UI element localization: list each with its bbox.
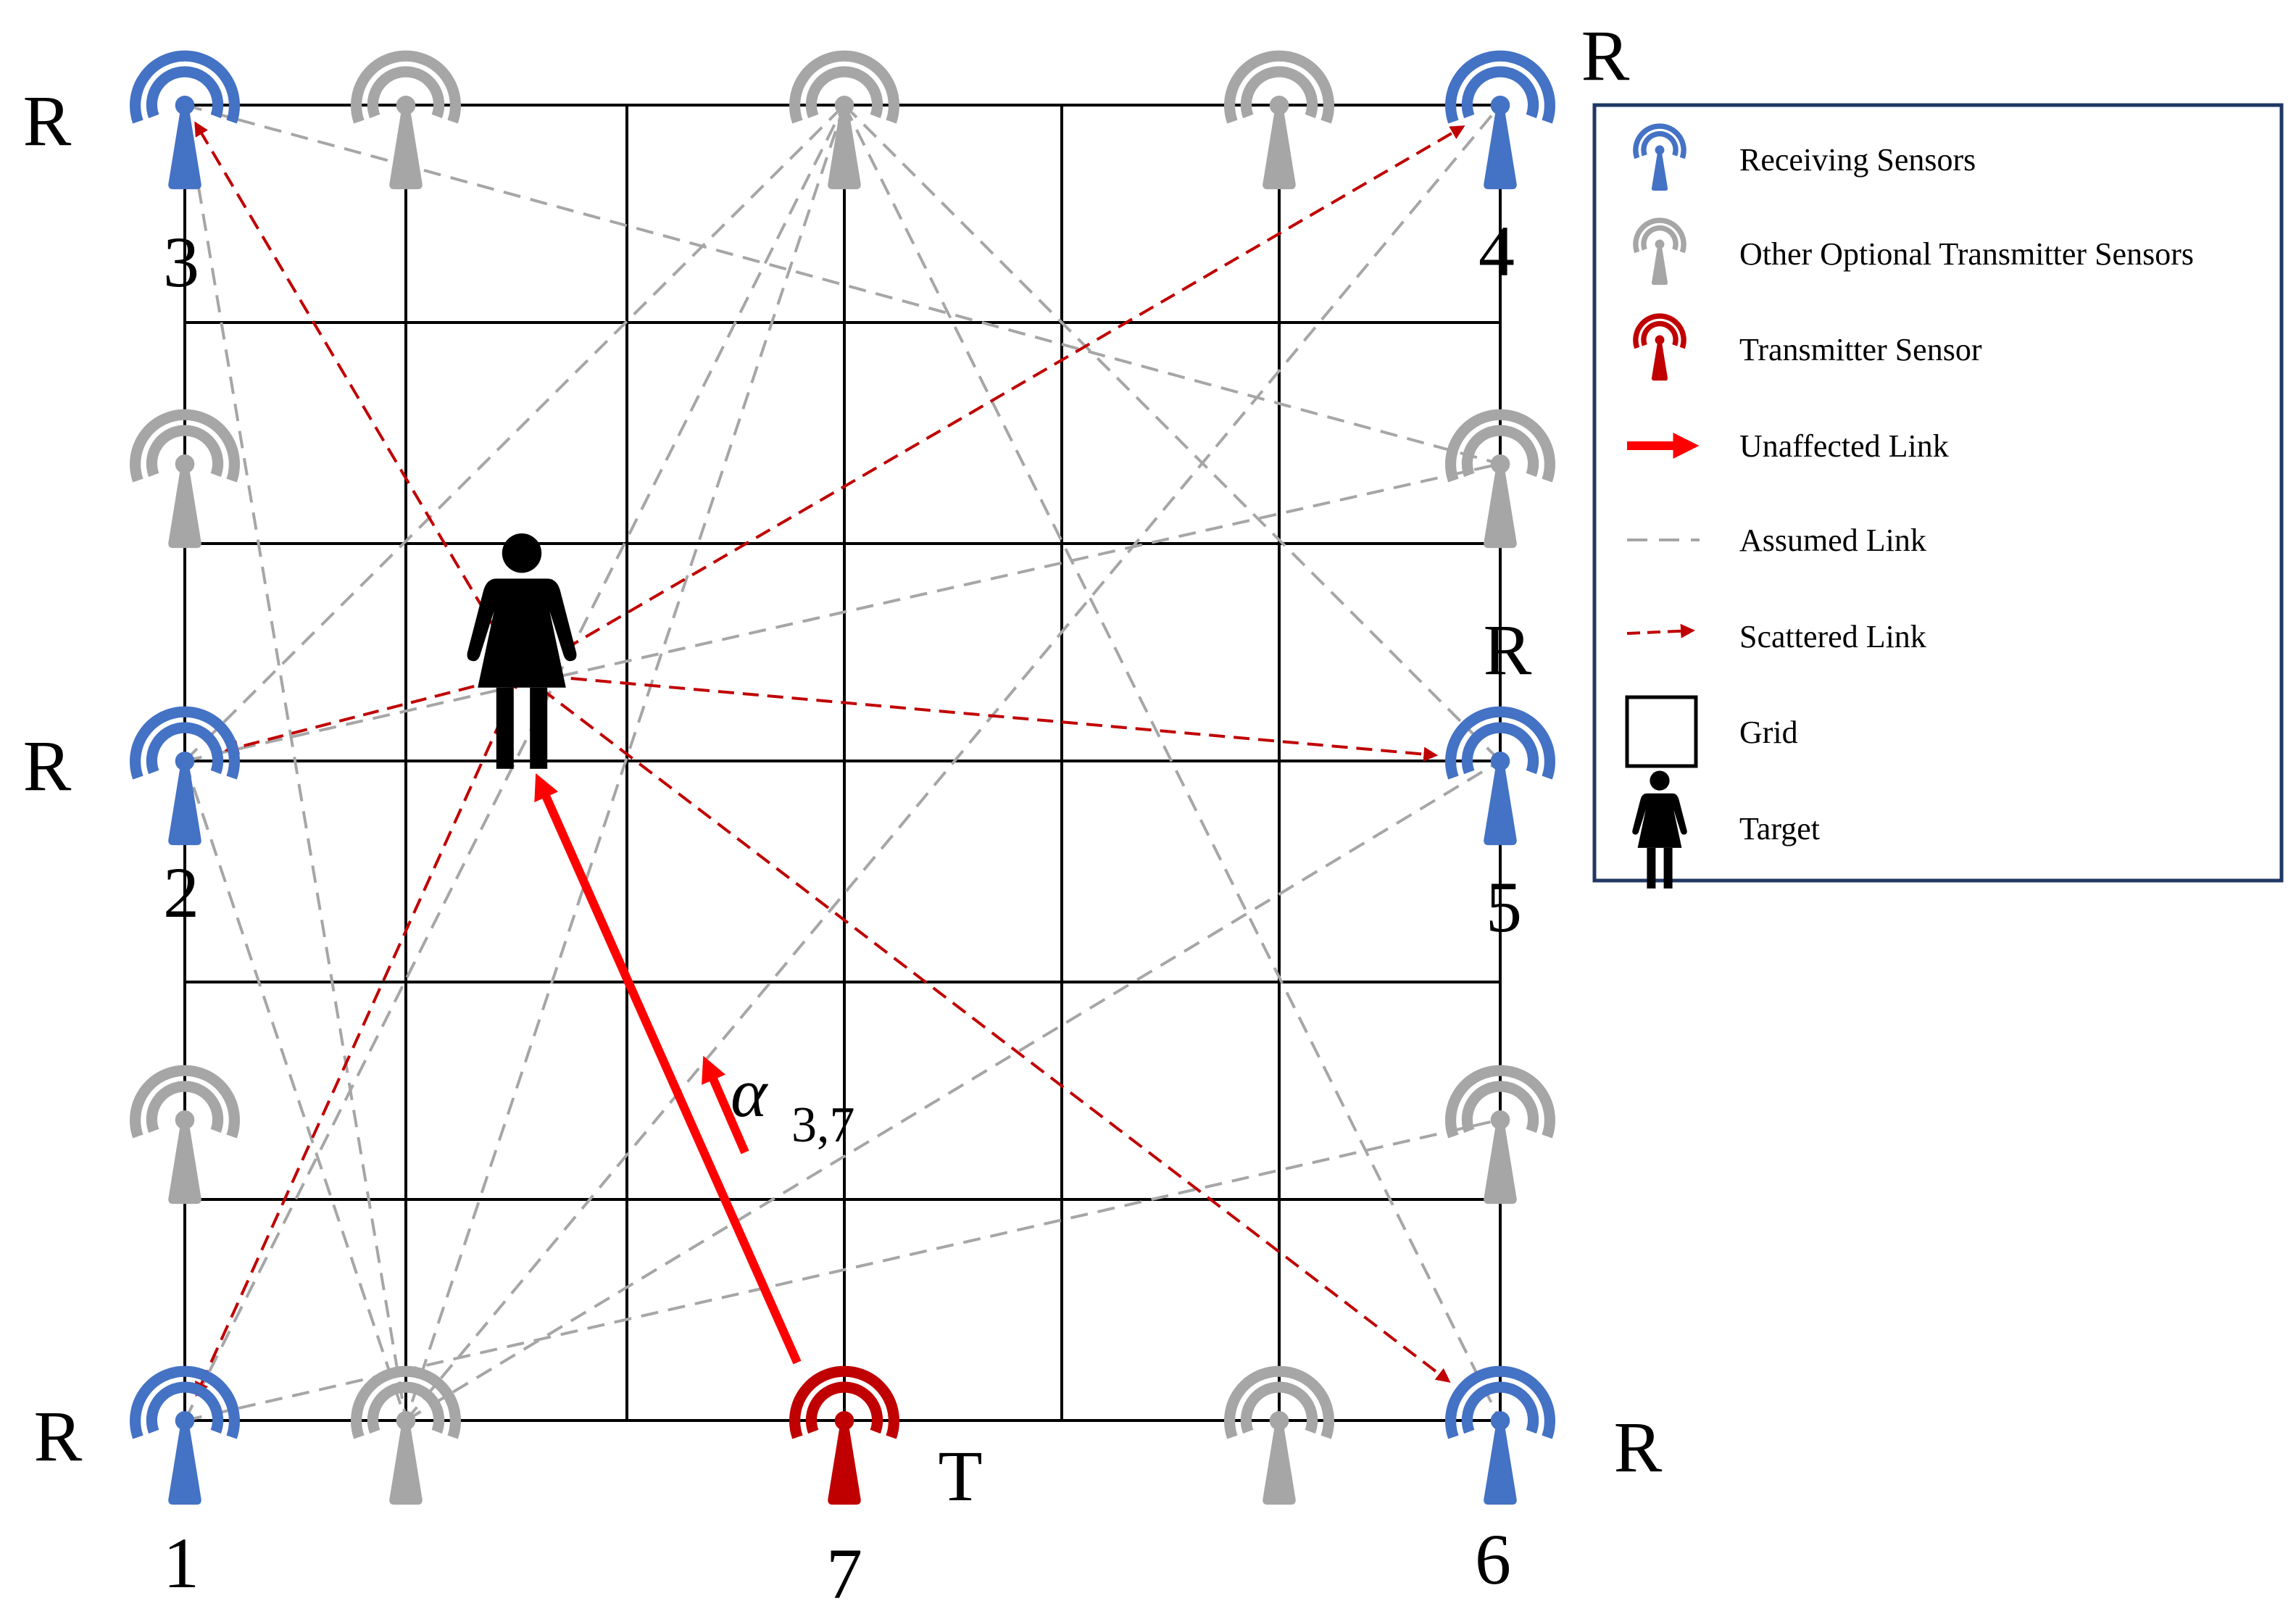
alpha-symbol: α (731, 1054, 768, 1131)
legend-label: Transmitter Sensor (1739, 332, 1982, 367)
assumed-link (184, 462, 1501, 762)
scattered-link-icon (1626, 623, 1695, 638)
assumed-link (183, 760, 407, 1421)
legend-item: Scattered Link (1626, 619, 1926, 654)
legend-label: Unaffected Link (1739, 428, 1949, 464)
optional-sensor-icon (136, 415, 235, 548)
scattered-link (194, 673, 523, 1397)
legend-item: Receiving Sensors (1636, 126, 1976, 191)
legend-label: Other Optional Transmitter Sensors (1739, 236, 2194, 272)
legend-item: Transmitter Sensor (1636, 316, 1982, 380)
scattered-link (194, 121, 523, 675)
legend-item: Target (1632, 770, 1820, 889)
legend-item: Grid (1625, 695, 1798, 768)
sensor-role-label: R (23, 80, 72, 161)
optional-sensor-icon (1230, 56, 1329, 189)
sensor-id-label: 1 (163, 1523, 199, 1603)
receiving-sensor-icon (1451, 56, 1550, 189)
grid (183, 104, 1502, 1422)
scattered-link (521, 673, 1439, 762)
sensor-role-label: R (1484, 610, 1532, 690)
sensor-id-label: 2 (163, 852, 199, 933)
optional-sensor-icon (1451, 1070, 1550, 1204)
optional-sensor-icon (136, 1070, 235, 1204)
sensor-id-label: 7 (826, 1534, 862, 1610)
optional-sensor-icon (795, 56, 894, 189)
legend-label: Receiving Sensors (1739, 142, 1976, 178)
alpha-subscript: 3,7 (791, 1097, 855, 1153)
assumed-link (404, 760, 1502, 1422)
sensor-id-label: 4 (1478, 211, 1515, 291)
optional-sensor-icon (1230, 1371, 1329, 1505)
scattered-link (520, 673, 1451, 1383)
legend-label: Scattered Link (1739, 619, 1926, 654)
legend-item: Unaffected Link (1627, 428, 1949, 464)
legend-label: Assumed Link (1739, 523, 1926, 558)
legend-item: Assumed Link (1627, 523, 1926, 558)
assumed-link (404, 104, 1502, 1422)
optional-sensor-icon (357, 1371, 456, 1505)
target-person-icon (467, 533, 577, 769)
assumed-link (843, 104, 1502, 762)
sensors (136, 56, 1550, 1505)
unaffected-link (534, 773, 802, 1365)
optional-sensor-icon (1451, 415, 1550, 548)
sensor-role-label: T (938, 1436, 982, 1516)
receiving-sensor-icon (136, 56, 235, 189)
sensor-role-label: R (1614, 1407, 1663, 1487)
receiving-sensor-icon (1451, 712, 1550, 845)
assumed-link (183, 104, 846, 762)
sensor-role-label: R (23, 725, 72, 806)
target (467, 533, 577, 769)
alpha-annotation: α 3,7 (702, 1054, 855, 1155)
sensor-id-label: 3 (163, 222, 199, 302)
receiving-sensor-icon (136, 712, 235, 845)
assumed-link (183, 104, 846, 1421)
receiving-sensor-icon (1451, 1371, 1550, 1505)
sensor-role-label: R (34, 1396, 83, 1476)
scattered-link (224, 673, 523, 754)
grid-cell-icon (1625, 695, 1698, 768)
legend-label: Target (1739, 811, 1820, 846)
sensor-role-label: R (1581, 15, 1630, 96)
sensor-id-label: 5 (1486, 867, 1522, 947)
assumed-link (183, 104, 407, 1421)
alpha-direction-arrow (702, 1055, 749, 1155)
sensor-id-label: 6 (1475, 1519, 1511, 1600)
legend-box (1592, 103, 2284, 883)
assumed-link (843, 104, 1502, 1421)
optional-sensor-icon (357, 56, 456, 189)
transmitter-sensor-icon (795, 1371, 894, 1505)
legend-label: Grid (1739, 715, 1798, 750)
receiving-sensor-icon (136, 1371, 235, 1505)
scattered-link (520, 125, 1465, 675)
links (183, 104, 1502, 1422)
legend-item: Other Optional Transmitter Sensors (1636, 220, 2194, 285)
assumed-link (404, 104, 846, 1421)
